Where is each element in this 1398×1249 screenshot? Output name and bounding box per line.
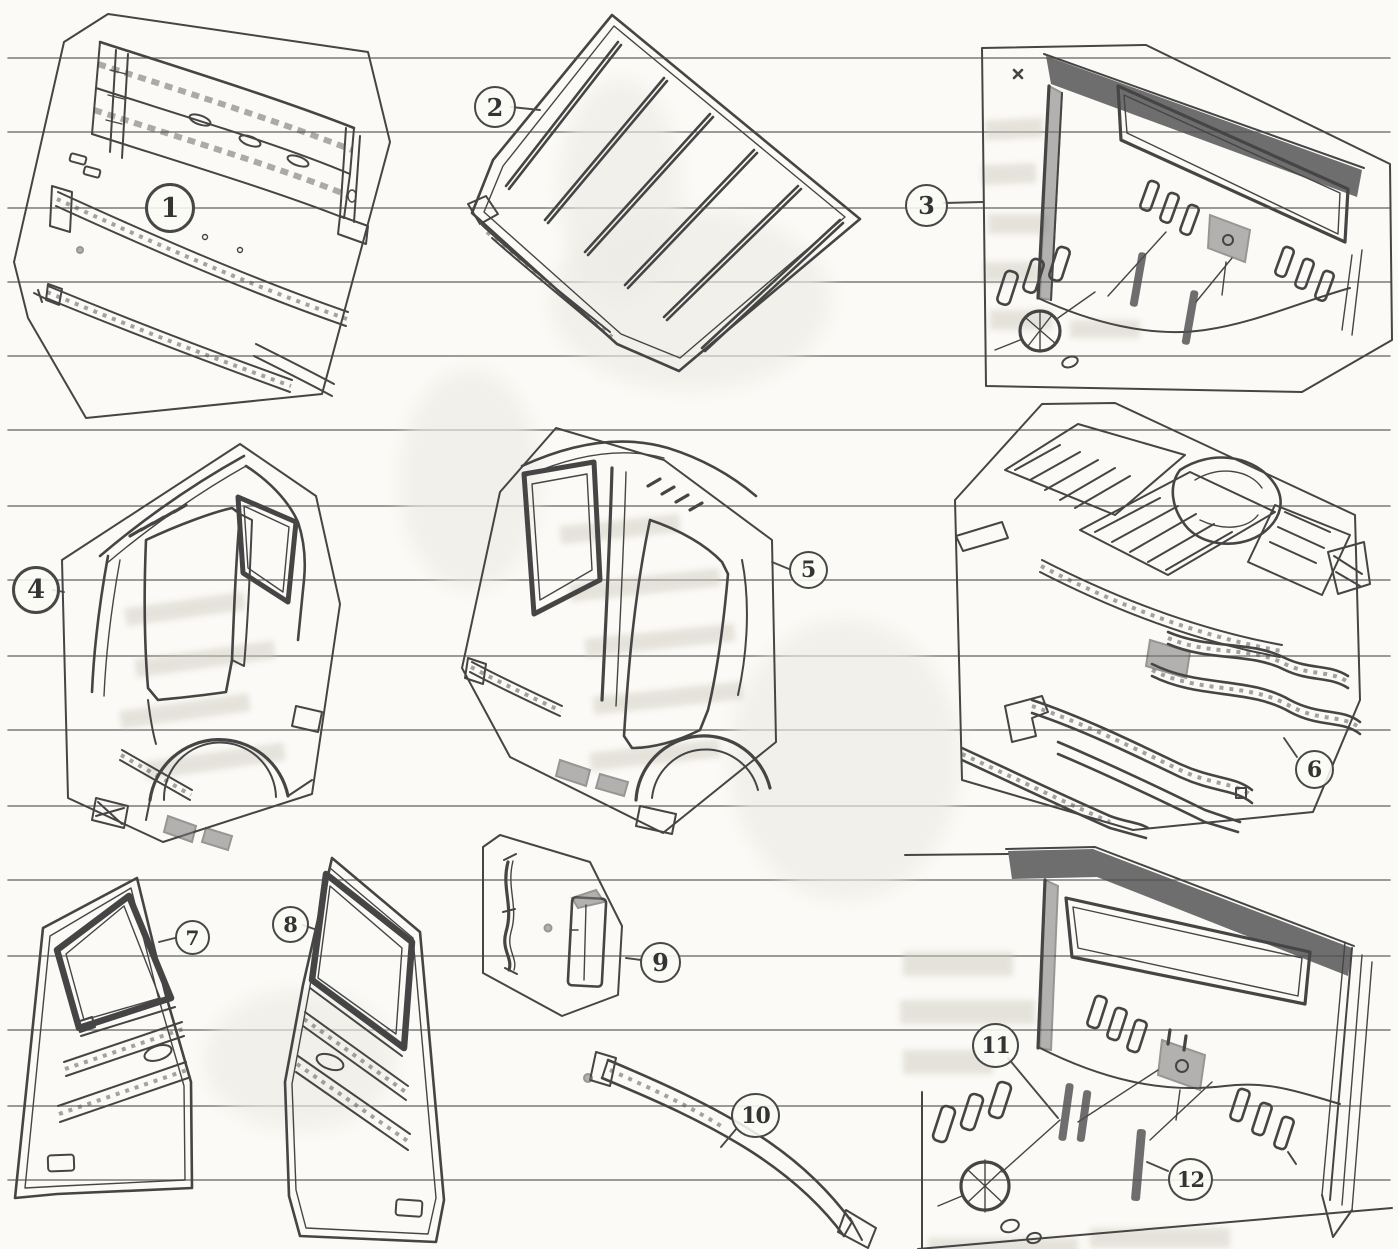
callout-7-number: 7 <box>185 925 200 950</box>
callout-10: 10 <box>731 1093 780 1138</box>
callout-2: 2 <box>474 86 516 128</box>
roof-ribs <box>504 40 845 353</box>
callout-8-number: 8 <box>283 912 298 937</box>
figure-6-floor-assembly <box>954 402 1371 840</box>
callout-5: 5 <box>789 551 828 589</box>
figure-2-roof-panel <box>467 13 862 373</box>
callout-9-number: 9 <box>652 948 669 977</box>
figure-10-reinforcement-beam <box>583 1051 877 1249</box>
figure-11-12-rear-panel-detail <box>904 846 1393 1249</box>
figure-3-rear-panel <box>981 44 1393 393</box>
figure-5-side-panel-right <box>461 427 777 835</box>
callout-1-number: 1 <box>160 192 180 224</box>
figure-7-door-left <box>13 876 194 1200</box>
callout-6: 6 <box>1295 750 1334 789</box>
callout-6-number: 6 <box>1306 756 1323 783</box>
callout-2-number: 2 <box>486 92 504 122</box>
figure-8-door-right <box>283 856 446 1244</box>
callout-3-number: 3 <box>918 191 935 220</box>
callout-7: 7 <box>175 920 210 955</box>
callout-5-number: 5 <box>800 557 817 583</box>
figure-9-pillar-brackets <box>482 834 623 1017</box>
bleedthrough-text <box>119 117 1230 1249</box>
callout-12-number: 12 <box>1176 1167 1205 1192</box>
callout-4-number: 4 <box>26 575 46 605</box>
callout-11: 11 <box>972 1023 1019 1068</box>
callout-1: 1 <box>145 183 195 233</box>
callout-3: 3 <box>905 184 948 227</box>
callout-8: 8 <box>272 906 309 943</box>
callout-11-number: 11 <box>981 1032 1011 1059</box>
callout-10-number: 10 <box>741 1102 771 1129</box>
callout-4: 4 <box>12 566 60 614</box>
callout-9: 9 <box>640 942 681 983</box>
figure-4-side-panel-left <box>61 443 341 852</box>
figure-1-front-panel-assembly <box>13 13 391 419</box>
callout-12: 12 <box>1168 1158 1213 1201</box>
